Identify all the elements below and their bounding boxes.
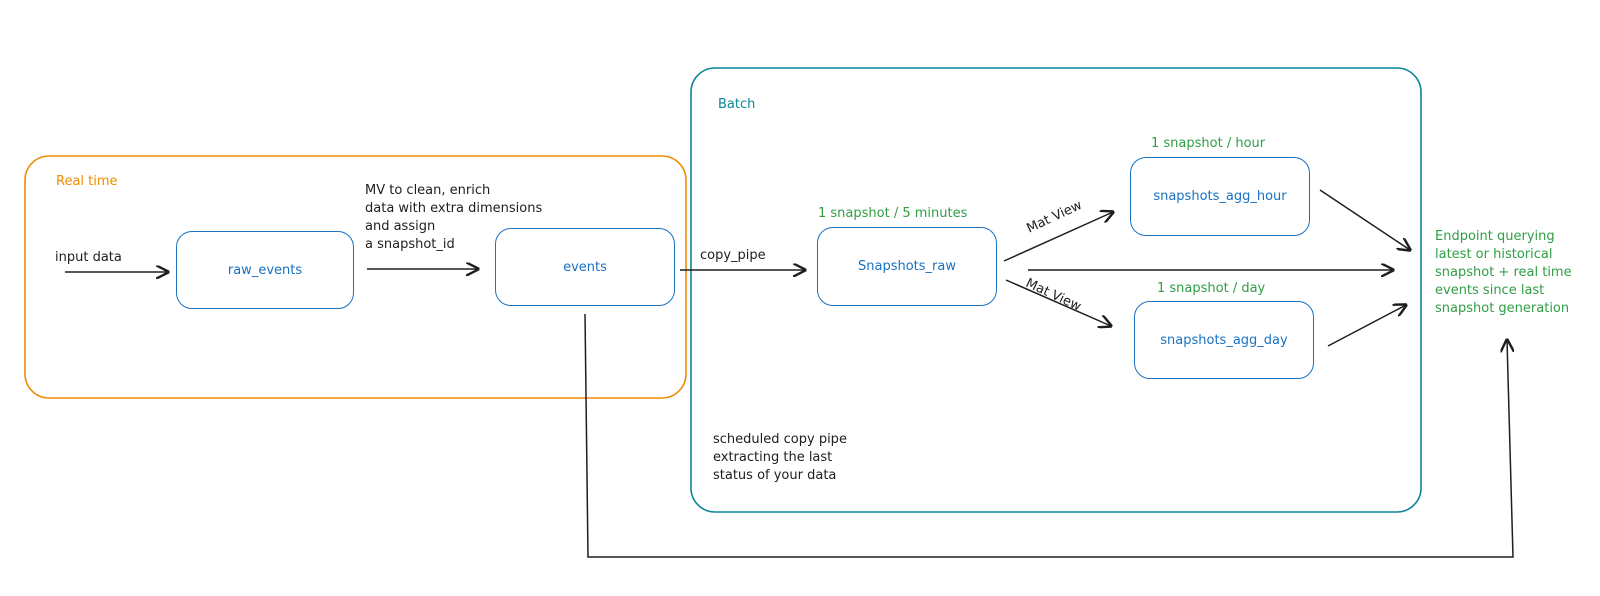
copy-pipe-label: copy_pipe — [700, 248, 766, 263]
snapshot-hour-label: 1 snapshot / hour — [1151, 136, 1266, 151]
node-snapshots-agg-day[interactable]: snapshots_agg_day — [1134, 301, 1314, 379]
realtime-group-title: Real time — [56, 174, 118, 189]
batch-group — [690, 67, 1422, 513]
arrow-hour-to-endpoint — [1319, 189, 1410, 250]
arrow-snapshots-to-hour — [1003, 212, 1113, 262]
endpoint-note: Endpoint querying latest or historical s… — [1435, 229, 1572, 316]
scheduled-copy-note: scheduled copy pipe extracting the last … — [713, 432, 847, 483]
snapshot-day-label: 1 snapshot / day — [1157, 281, 1266, 296]
node-snapshots-agg-hour[interactable]: snapshots_agg_hour — [1130, 157, 1310, 236]
node-events[interactable]: events — [495, 228, 675, 306]
input-data-label: input data — [55, 250, 122, 265]
arrow-snapshots-to-day — [1005, 279, 1111, 326]
arrow-events-to-endpoint — [584, 313, 1513, 558]
arrow-day-to-endpoint — [1327, 305, 1406, 347]
batch-group-title: Batch — [718, 97, 756, 112]
node-snapshots-raw[interactable]: Snapshots_raw — [817, 227, 997, 306]
mv-note: MV to clean, enrich data with extra dime… — [365, 183, 543, 252]
node-raw-events[interactable]: raw_events — [176, 231, 354, 309]
realtime-group — [24, 155, 687, 399]
snapshot-5min-label: 1 snapshot / 5 minutes — [818, 206, 968, 221]
